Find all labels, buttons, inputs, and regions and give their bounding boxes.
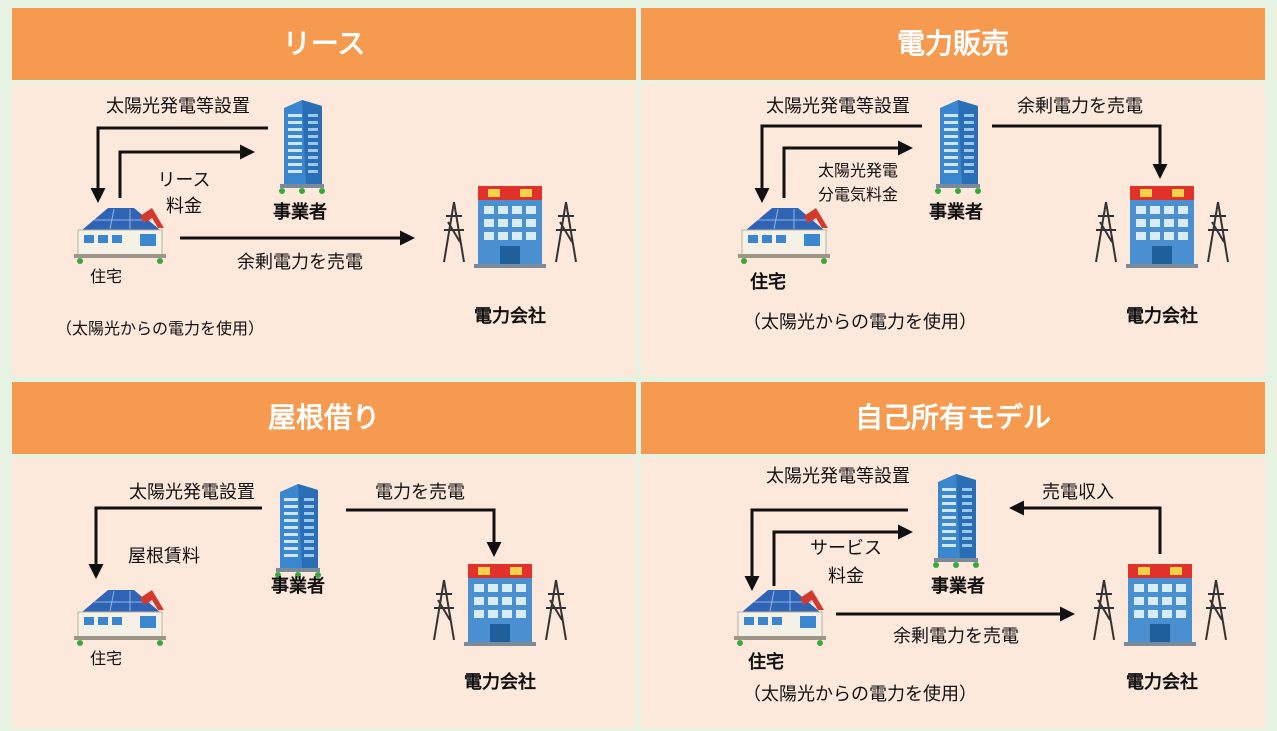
home-label: 住宅: [90, 267, 122, 286]
office-building-icon: [935, 100, 981, 194]
install-label: 太陽光発電設置: [129, 482, 255, 503]
fee-label-2: 料金: [828, 566, 864, 587]
arrow-fee: [782, 140, 913, 198]
panel-self-owned-header: [641, 382, 1265, 454]
company-label: 電力会社: [1126, 305, 1198, 327]
company-label: 電力会社: [1126, 671, 1198, 693]
panel-roof-rental-header: [12, 382, 636, 454]
fee-label-2: 料金: [166, 196, 202, 217]
office-building-icon: [933, 474, 979, 568]
arrow-install: [90, 126, 268, 203]
rent-label: 屋根賃料: [128, 546, 200, 567]
company-label: 電力会社: [474, 305, 546, 327]
panel-power-sales-header: [641, 8, 1265, 80]
arrow-install: [744, 508, 908, 591]
panel-self-owned: 自己所有モデル 太陽光発電等設置 売電収入 サービス 料金 事業者 住宅 （太陽…: [641, 382, 1265, 728]
home-note: （太陽光からの電力を使用）: [743, 684, 977, 705]
panel-power-sales-title: 電力販売: [897, 27, 1009, 60]
arrow-sell: [992, 124, 1168, 179]
install-label: 太陽光発電等設置: [766, 96, 910, 117]
arrow-install: [754, 124, 922, 203]
operator-label: 事業者: [929, 201, 983, 223]
arrow-install: [88, 506, 262, 579]
panel-lease: リース 太陽光発電等設置 リース 料金 事業者 住宅 （太陽光からの電力を使用）…: [12, 8, 636, 376]
arrow-income: [1009, 500, 1162, 554]
office-building-icon: [279, 100, 325, 194]
operator-label: 事業者: [931, 575, 985, 597]
arrow-sell: [346, 508, 502, 557]
income-label: 売電収入: [1042, 482, 1114, 503]
install-label: 太陽光発電等設置: [766, 466, 910, 487]
panel-self-owned-title: 自己所有モデル: [855, 401, 1051, 434]
home-label: 住宅: [750, 271, 786, 293]
company-label: 電力会社: [464, 671, 536, 693]
home-label: 住宅: [748, 651, 784, 673]
sell-label: 電力を売電: [375, 482, 465, 503]
fee-label-1: 太陽光発電: [818, 161, 898, 180]
office-building-icon: [275, 484, 321, 578]
sell-label: 余剰電力を売電: [893, 626, 1019, 647]
fee-label-1: リース: [157, 170, 210, 191]
home-note: （太陽光からの電力を使用）: [743, 312, 977, 333]
operator-label: 事業者: [273, 201, 327, 223]
panel-power-sales: 電力販売 太陽光発電等設置 余剰電力を売電 太陽光発電 分電気料金 事業者 住宅…: [641, 8, 1265, 376]
arrow-fee: [118, 144, 255, 198]
sell-label: 余剰電力を売電: [237, 252, 363, 273]
fee-label-2: 分電気料金: [818, 185, 898, 204]
arrow-fee: [772, 524, 913, 586]
sell-label: 余剰電力を売電: [1017, 96, 1143, 117]
install-label: 太陽光発電等設置: [106, 96, 250, 117]
fee-label-1: サービス: [810, 538, 882, 559]
panel-lease-title: リース: [283, 27, 366, 60]
operator-label: 事業者: [271, 575, 325, 597]
panel-roof-rental-title: 屋根借り: [268, 401, 380, 434]
home-label: 住宅: [90, 649, 122, 668]
home-note: （太陽光からの電力を使用）: [56, 319, 264, 338]
panel-lease-header: [12, 8, 636, 80]
panel-roof-rental: 屋根借り 太陽光発電設置 電力を売電 屋根賃料 事業者 住宅 電力会社: [12, 382, 636, 728]
